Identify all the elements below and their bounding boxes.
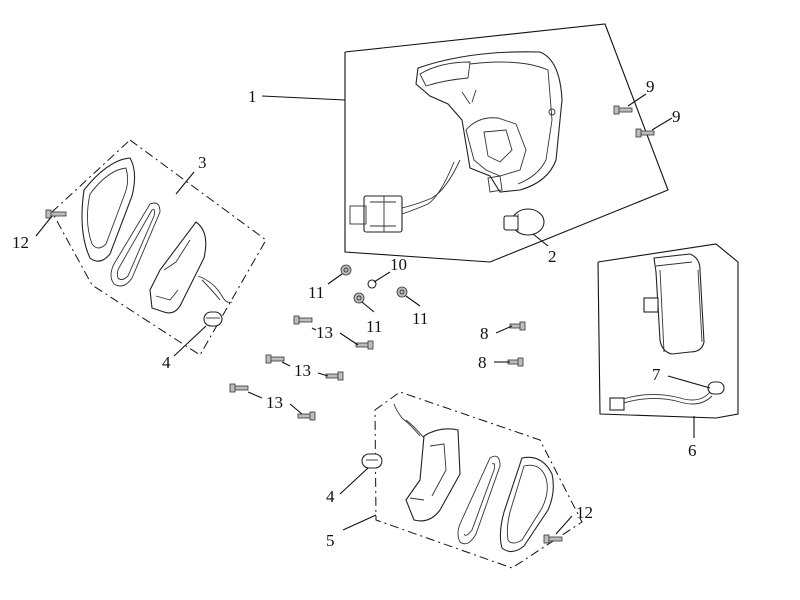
label-5: 5 [326, 531, 335, 550]
left-signal-bulb [203, 311, 223, 327]
tail-light-connector [609, 397, 625, 411]
right-signal-lens [499, 456, 554, 553]
leader-lines [35, 93, 711, 535]
nut-11-c [396, 286, 408, 298]
screw-13-a1 [293, 315, 313, 325]
label-3: 3 [198, 153, 207, 172]
headlight-bulb [503, 208, 545, 236]
screw-9-upper [613, 105, 633, 115]
label-11-a: 11 [308, 283, 324, 302]
callout-labels: 1 2 3 4 4 5 6 7 8 8 9 9 10 11 11 11 12 1… [12, 77, 697, 550]
label-13-a: 13 [316, 323, 333, 342]
left-turn-signal-assembly [45, 139, 267, 356]
label-8-upper: 8 [480, 324, 489, 343]
left-signal-gasket [110, 202, 161, 287]
label-11-b: 11 [366, 317, 382, 336]
tail-light-bulb [707, 381, 725, 395]
headlight-connector [363, 195, 403, 233]
label-12-right: 12 [576, 503, 593, 522]
tail-light-assembly [597, 243, 739, 419]
label-4-left: 4 [162, 353, 171, 372]
label-11-c: 11 [412, 309, 428, 328]
screws-13 [229, 315, 374, 421]
nut-11-a [340, 264, 352, 276]
tail-light-outline [597, 243, 739, 419]
label-8-lower: 8 [478, 353, 487, 372]
screw-12-right [543, 534, 563, 544]
left-signal-outline [51, 139, 267, 356]
screw-13-b1 [265, 354, 285, 364]
label-6: 6 [688, 441, 697, 460]
right-signal-bulb [361, 453, 383, 469]
screw-8-upper [509, 321, 526, 331]
label-1: 1 [248, 87, 257, 106]
tail-light-housing [653, 253, 705, 355]
label-9-upper: 9 [646, 77, 655, 96]
screw-13-b2 [325, 371, 344, 381]
right-signal-housing [405, 428, 461, 522]
headlight-assembly [344, 23, 669, 263]
screw-9-lower [635, 128, 655, 138]
label-2: 2 [548, 247, 557, 266]
label-12-left: 12 [12, 233, 29, 252]
label-10: 10 [390, 255, 407, 274]
screw-13-a2 [355, 340, 374, 350]
left-signal-lens [81, 157, 136, 262]
screw-12-left [45, 209, 67, 219]
label-4-right: 4 [326, 487, 335, 506]
screw-13-c1 [229, 383, 249, 393]
label-13-c: 13 [266, 393, 283, 412]
label-7: 7 [652, 365, 661, 384]
screw-13-c2 [297, 411, 316, 421]
right-signal-outline [374, 391, 583, 569]
screw-8-lower [507, 357, 524, 367]
right-signal-gasket [457, 455, 501, 545]
left-signal-housing [149, 221, 207, 314]
nut-11-b [353, 292, 365, 304]
label-9-lower: 9 [672, 107, 681, 126]
label-13-b: 13 [294, 361, 311, 380]
headlight-housing [415, 51, 563, 193]
headlight-group-outline [344, 23, 669, 263]
right-turn-signal-assembly [361, 391, 583, 569]
